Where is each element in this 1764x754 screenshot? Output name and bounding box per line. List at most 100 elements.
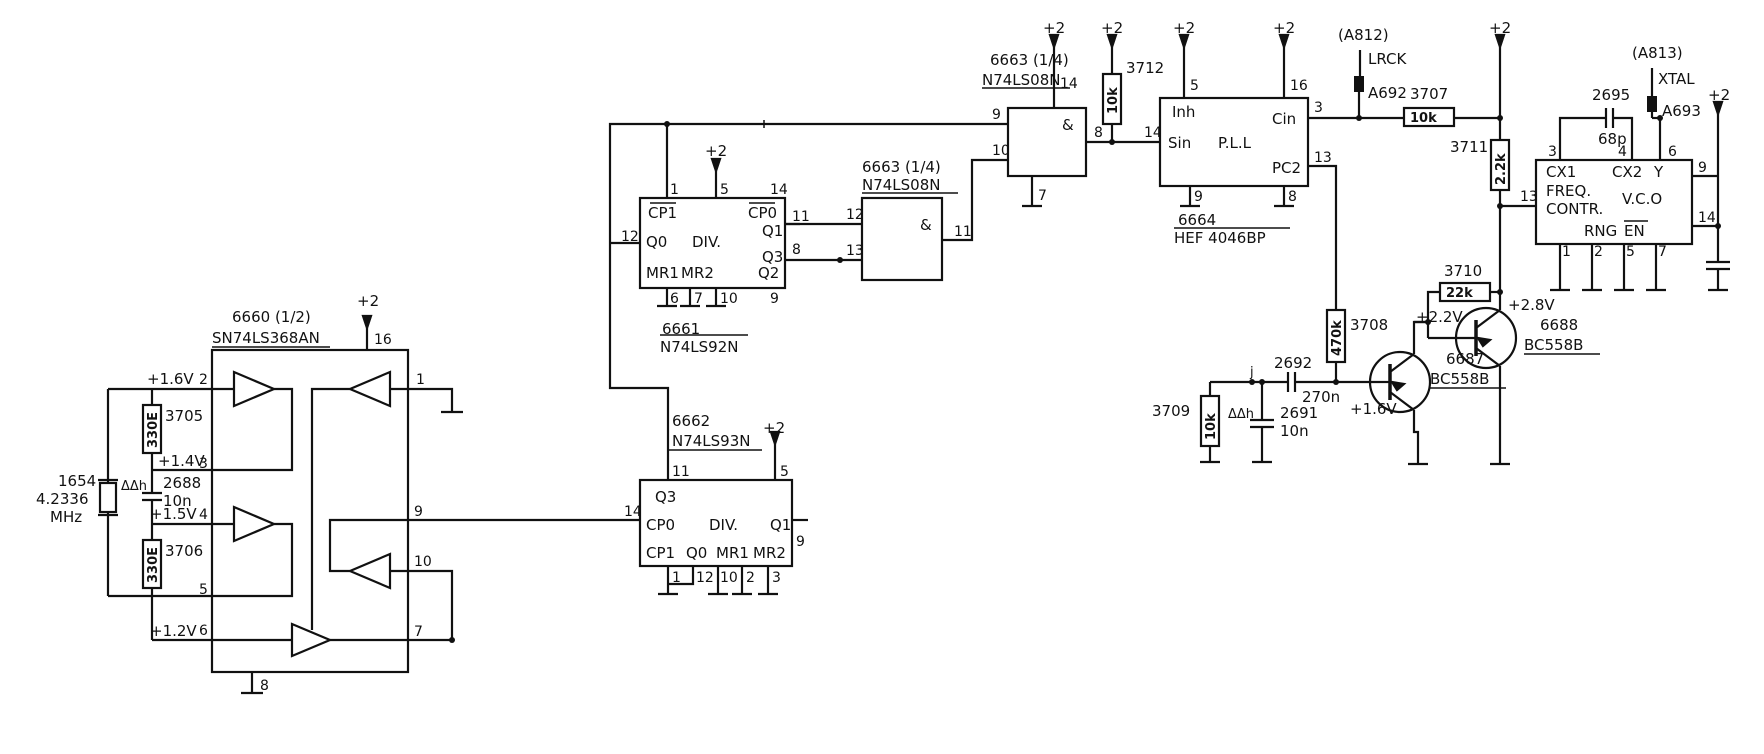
- pin-label: 2: [746, 570, 755, 586]
- supply-label: +2: [763, 419, 785, 437]
- pin-label: 11: [954, 224, 972, 240]
- resistor-value: 330E: [146, 547, 161, 583]
- capacitor-value: 10n: [163, 492, 192, 510]
- voltage-label: +1.6V: [1350, 400, 1397, 418]
- pin-label: 3: [772, 570, 781, 586]
- pin-name: RNG: [1584, 222, 1617, 240]
- pin-label: 6: [199, 623, 208, 639]
- pin-label: 4: [1618, 144, 1627, 160]
- pin-label: 14: [1698, 210, 1716, 226]
- pin-label: 12: [846, 207, 864, 223]
- gate-ref: 6663 (1/4): [862, 158, 941, 176]
- pin-name: CP1: [646, 544, 675, 562]
- capacitor-ref: 2688: [163, 474, 201, 492]
- pin-label: 5: [1626, 244, 1635, 260]
- connector-name: XTAL: [1658, 70, 1695, 88]
- pin-label: 12: [696, 570, 714, 586]
- pin-name: MR2: [753, 544, 786, 562]
- pin-name: CP0: [646, 516, 675, 534]
- pin-label: 1: [416, 372, 425, 388]
- capacitor-mark: ΔΔh: [121, 479, 147, 494]
- pin-label: 8: [792, 242, 801, 258]
- resistor-3707: 10k 3707: [1402, 85, 1503, 128]
- ic-6661-ref: 6661: [662, 320, 700, 338]
- pin-name: Q0: [646, 233, 667, 251]
- pin-label: 16: [1290, 78, 1308, 94]
- pin-label: 14: [624, 504, 642, 520]
- resistor-value: 10k: [1106, 87, 1121, 114]
- resistor-ref: 3708: [1350, 316, 1388, 334]
- resistor-3709: 10k 3709: [1152, 382, 1221, 464]
- pin-label: 16: [374, 332, 392, 348]
- pin-name: MR1: [716, 544, 749, 562]
- pin-name: Q2: [758, 264, 779, 282]
- connector-lrck: (A812) LRCK A692: [1338, 26, 1408, 121]
- pin-label: 10: [414, 554, 432, 570]
- pin-label: 8: [260, 678, 269, 694]
- capacitor-mark: j: [1249, 365, 1254, 380]
- ic-6661-part: N74LS92N: [660, 338, 739, 356]
- connector-pin: A692: [1368, 84, 1407, 102]
- transistor-6688: 6688 BC558B +2.8V: [1428, 292, 1600, 466]
- supply-label: +2: [1043, 19, 1065, 37]
- pin-label: 13: [1314, 150, 1332, 166]
- pin-name: CONTR.: [1546, 200, 1603, 218]
- resistor-3712: +2 10k 3712: [1101, 19, 1164, 145]
- resistor-ref: 3710: [1444, 262, 1482, 280]
- supply-label: +2: [1708, 86, 1730, 104]
- pin-label: 3: [1314, 100, 1323, 116]
- pin-label: 12: [621, 229, 639, 245]
- pin-name: Cin: [1272, 110, 1296, 128]
- pin-label: 10: [720, 570, 738, 586]
- pin-label: 9: [1698, 160, 1707, 176]
- supply-label: +2: [1273, 19, 1295, 37]
- capacitor-value: 270n: [1302, 388, 1340, 406]
- pin-label: 8: [1288, 189, 1297, 205]
- pin-label: 9: [1194, 189, 1203, 205]
- pin-label: 14: [1060, 76, 1078, 92]
- pin-label: 13: [846, 243, 864, 259]
- voltage-label: +2.8V: [1508, 296, 1555, 314]
- pin-label: 9: [770, 291, 779, 307]
- pin-label: 7: [694, 291, 703, 307]
- gate-ref: 6663 (1/4): [990, 51, 1069, 69]
- crystal-frequency: 4.2336: [36, 490, 89, 508]
- ic-function: DIV.: [692, 233, 721, 251]
- pin-label: 1: [670, 182, 679, 198]
- pin-name: Q0: [686, 544, 707, 562]
- transistor-part: BC558B: [1524, 336, 1583, 354]
- gate-part: N74LS08N: [982, 71, 1061, 89]
- ic-6660-supply: +2: [357, 292, 379, 310]
- pin-label: 13: [1520, 189, 1538, 205]
- resistor-3710: 22k 3710: [1438, 262, 1503, 303]
- pin-label: 9: [414, 504, 423, 520]
- pin-label: 14: [770, 182, 788, 198]
- pin-label: 7: [1658, 244, 1667, 260]
- voltage-label: +2.2V: [1416, 308, 1463, 326]
- resistor-value: 22k: [1446, 286, 1473, 301]
- pin-name: EN: [1624, 222, 1645, 240]
- resistor-ref: 3711: [1450, 138, 1488, 156]
- voltage-label: +1.4V: [158, 452, 205, 470]
- ic-6664-ref: 6664: [1178, 211, 1216, 229]
- pin-label: 1: [672, 570, 681, 586]
- pin-label: 11: [672, 464, 690, 480]
- and-gate-6663-a: 6663 (1/4) N74LS08N & 12 13 11: [785, 158, 1008, 282]
- capacitor-value: 10n: [1280, 422, 1309, 440]
- capacitor-2692: j 2692 270n: [1210, 354, 1380, 406]
- pin-label: 10: [992, 143, 1010, 159]
- resistor-3711: 2.2k 3711: [1450, 138, 1536, 292]
- pin-label: 2: [1594, 244, 1603, 260]
- pin-label: 6: [1668, 144, 1677, 160]
- crystal-ref: 1654: [58, 472, 96, 490]
- ic-6662-part: N74LS93N: [672, 432, 751, 450]
- ic-6664-part: HEF 4046BP: [1174, 229, 1266, 247]
- resistor-ref: 3705: [165, 407, 203, 425]
- voltage-label: +1.2V: [150, 622, 197, 640]
- resistor-3708: 470k 3708: [1325, 308, 1388, 385]
- pin-name: Y: [1653, 163, 1664, 181]
- pin-name: CP1: [648, 204, 677, 222]
- pin-label: 1: [1562, 244, 1571, 260]
- capacitor-ref: 2695: [1592, 86, 1630, 104]
